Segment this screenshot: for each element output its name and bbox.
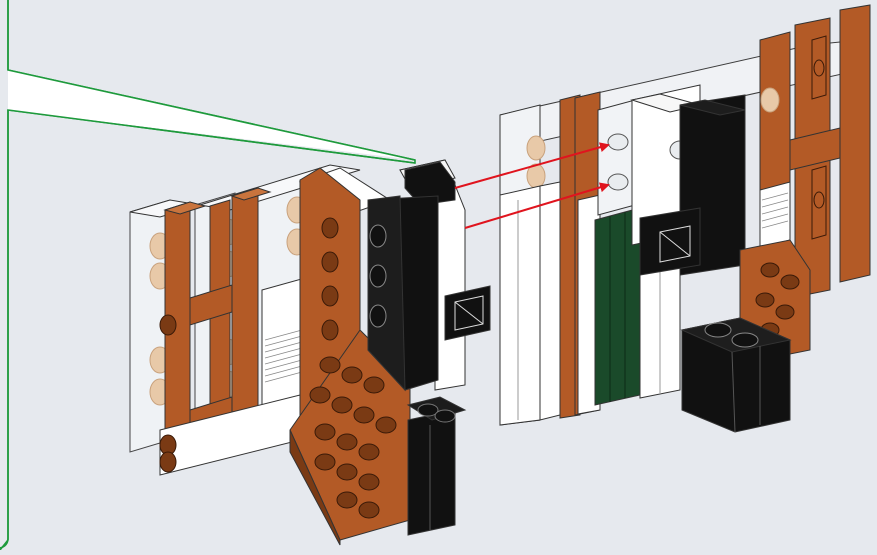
white-column-2 (540, 182, 560, 420)
floating-parts (368, 160, 490, 390)
white-column-1 (500, 186, 540, 425)
brown-post-right-5 (840, 5, 870, 282)
black-brick-2x2-left (408, 410, 455, 535)
black-brick-studs (370, 225, 386, 327)
black-square-element-right (640, 208, 700, 275)
trans-clear-mid (598, 100, 635, 215)
right-submodel (500, 5, 870, 432)
